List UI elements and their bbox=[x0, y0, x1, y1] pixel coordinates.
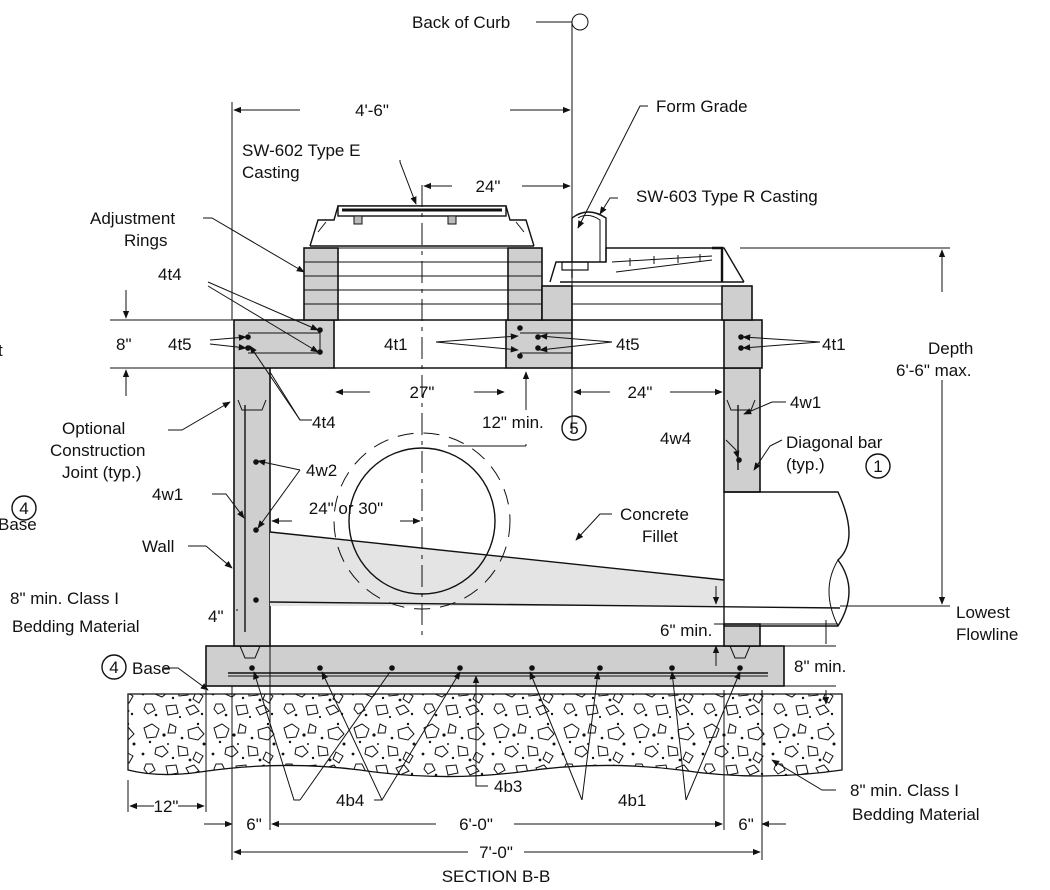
back-of-curb-label: Back of Curb bbox=[412, 13, 510, 32]
construction-joint-2: Construction bbox=[50, 441, 145, 460]
top-slab-right bbox=[723, 319, 763, 369]
left-wall bbox=[233, 367, 271, 647]
top-slab-left bbox=[233, 319, 335, 369]
rebar-4w1-left: 4w1 bbox=[152, 485, 183, 504]
dim-6-left: 6" bbox=[246, 815, 262, 834]
rebar-4w4: 4w4 bbox=[660, 429, 691, 448]
rebar-4b3: 4b3 bbox=[494, 777, 522, 796]
note-4-left: 4 bbox=[19, 499, 28, 518]
diagonal-label-1: Diagonal bar bbox=[786, 433, 883, 452]
section-title: SECTION B-B bbox=[442, 867, 551, 886]
sw602-label-2: Casting bbox=[242, 163, 300, 182]
note-4-base: 4 bbox=[109, 658, 118, 677]
rebar-4t1-right: 4t1 bbox=[822, 335, 846, 354]
cut-letter: t bbox=[0, 341, 3, 360]
dim-12: 12" bbox=[154, 797, 179, 816]
dim-7-0: 7'-0" bbox=[479, 843, 513, 862]
dim-4-inch: 4" bbox=[208, 607, 224, 626]
sw-603-casting bbox=[549, 211, 745, 283]
dim-24-top: 24" bbox=[476, 177, 501, 196]
rebar-4t1-mid: 4t1 bbox=[384, 335, 408, 354]
base-cut-label: Base bbox=[0, 515, 37, 534]
construction-joint-1: Optional bbox=[62, 419, 125, 438]
dim-6-0: 6'-0" bbox=[459, 815, 493, 834]
depth-label-1: Depth bbox=[928, 339, 973, 358]
dim-24-or-30: 24" or 30" bbox=[309, 499, 383, 518]
adjustment-label-2: Rings bbox=[124, 231, 167, 250]
concrete-fillet-label-1: Concrete bbox=[620, 505, 689, 524]
adjustment-label-1: Adjustment bbox=[90, 209, 175, 228]
rebar-4w2: 4w2 bbox=[306, 461, 337, 480]
right-wall-lower bbox=[723, 623, 761, 647]
note-5: 5 bbox=[569, 419, 578, 438]
rebar-4t5-mid: 4t5 bbox=[616, 335, 640, 354]
right-wall bbox=[723, 367, 761, 493]
dim-4-6: 4'-6" bbox=[355, 101, 389, 120]
sw603-label: SW-603 Type R Casting bbox=[636, 187, 818, 206]
lowest-label-2: Flowline bbox=[956, 625, 1018, 644]
top-slab-mid bbox=[505, 319, 573, 369]
dimension-arrows bbox=[110, 106, 946, 856]
rebar-dots bbox=[245, 325, 744, 671]
base-label: Base bbox=[132, 659, 171, 678]
concrete-fillet-label-2: Fillet bbox=[642, 527, 678, 546]
leader-lines bbox=[164, 105, 836, 801]
concrete-fillet bbox=[270, 532, 724, 606]
note-1: 1 bbox=[873, 457, 882, 476]
min-6-label: 6" min. bbox=[660, 621, 712, 640]
rebar-4t4-top: 4t4 bbox=[158, 265, 182, 284]
diagonal-label-2: (typ.) bbox=[786, 455, 825, 474]
sw602-label-1: SW-602 Type E bbox=[242, 141, 360, 160]
min-12-label: 12" min. bbox=[482, 413, 544, 432]
min-8-label: 8" min. bbox=[794, 657, 846, 676]
construction-joint-3: Joint (typ.) bbox=[62, 463, 141, 482]
dim-8: 8" bbox=[116, 335, 132, 354]
bedding-left: Bedding Material bbox=[12, 617, 140, 636]
class1-right: 8" min. Class I bbox=[850, 781, 959, 800]
wall-label: Wall bbox=[142, 537, 174, 556]
rebar-4t4-bottom: 4t4 bbox=[312, 413, 336, 432]
class1-left: 8" min. Class I bbox=[10, 589, 119, 608]
rebar-4b1: 4b1 bbox=[618, 791, 646, 810]
depth-label-2: 6'-6" max. bbox=[896, 361, 971, 380]
bedding-gravel bbox=[127, 693, 843, 778]
dim-6-right: 6" bbox=[738, 815, 754, 834]
dim-27: 27" bbox=[410, 383, 435, 402]
bedding-right: Bedding Material bbox=[852, 805, 980, 824]
rebar-4t5-left: 4t5 bbox=[168, 335, 192, 354]
form-grade-label: Form Grade bbox=[656, 97, 748, 116]
dim-24-mid: 24" bbox=[628, 383, 653, 402]
rebar-4b4: 4b4 bbox=[336, 791, 364, 810]
lowest-label-1: Lowest bbox=[956, 603, 1010, 622]
base-slab bbox=[205, 645, 785, 687]
rebar-4w1-right: 4w1 bbox=[790, 393, 821, 412]
